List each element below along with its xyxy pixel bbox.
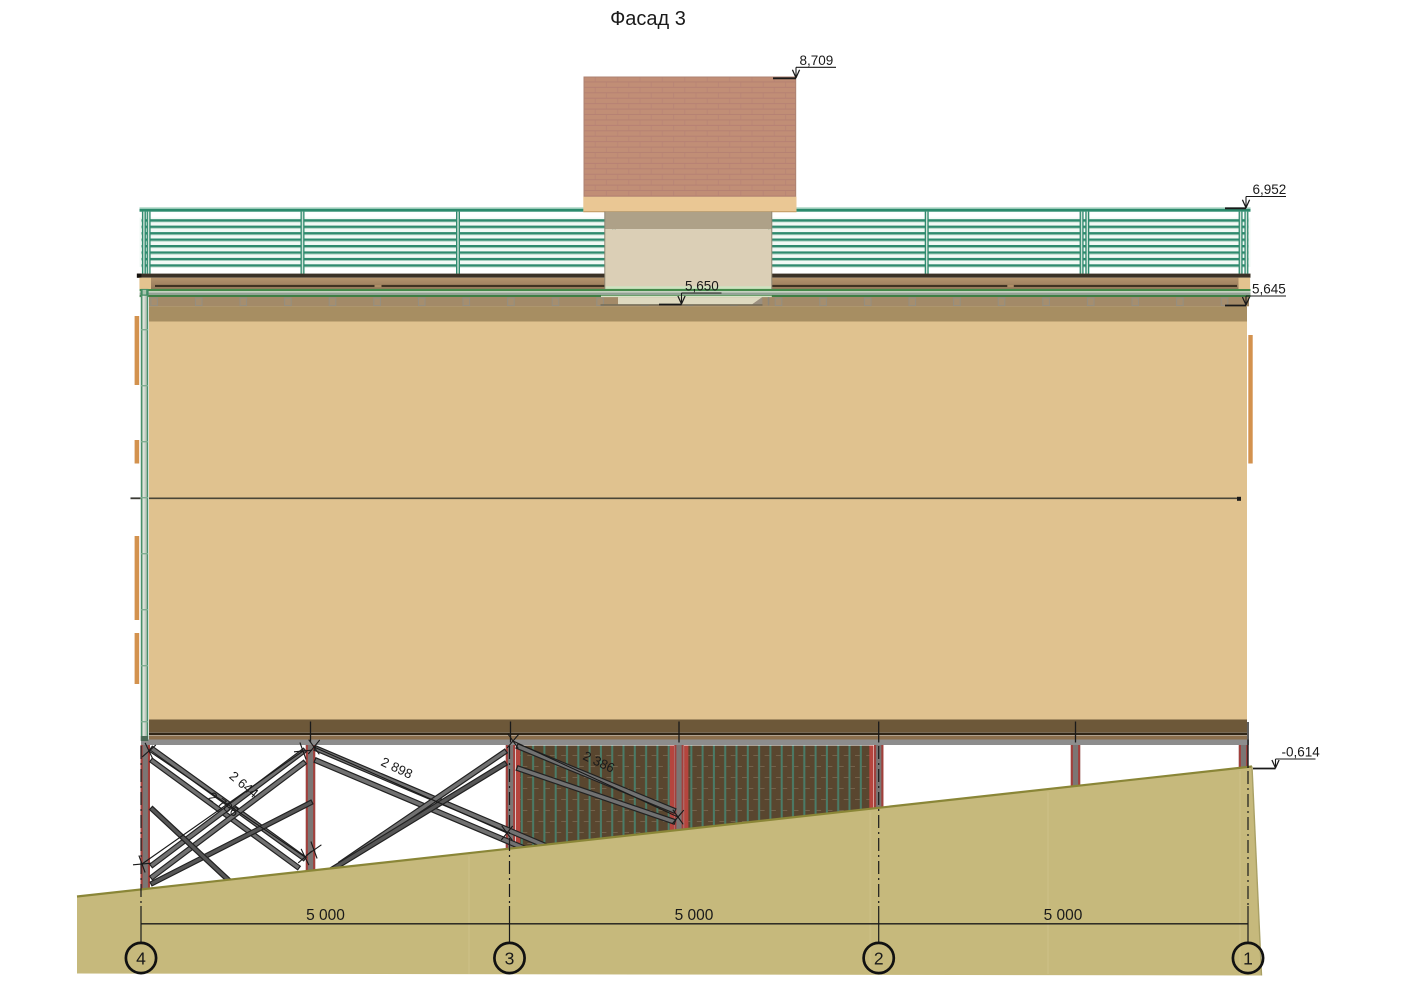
svg-text:Фасад 3: Фасад 3 bbox=[610, 8, 686, 30]
svg-text:6,952: 6,952 bbox=[1253, 182, 1287, 197]
svg-text:5,645: 5,645 bbox=[1252, 282, 1286, 297]
svg-text:3: 3 bbox=[505, 948, 515, 968]
svg-text:5,650: 5,650 bbox=[685, 279, 719, 294]
svg-text:-0,614: -0,614 bbox=[1282, 745, 1321, 760]
svg-text:5 000: 5 000 bbox=[306, 907, 345, 924]
svg-text:2: 2 bbox=[874, 948, 884, 968]
svg-text:5 000: 5 000 bbox=[675, 907, 714, 924]
svg-text:4: 4 bbox=[136, 948, 146, 968]
svg-text:1: 1 bbox=[1243, 948, 1253, 968]
svg-text:5 000: 5 000 bbox=[1044, 907, 1083, 924]
svg-text:8,709: 8,709 bbox=[800, 53, 834, 68]
svg-text:2 786: 2 786 bbox=[0, 0, 17, 3]
